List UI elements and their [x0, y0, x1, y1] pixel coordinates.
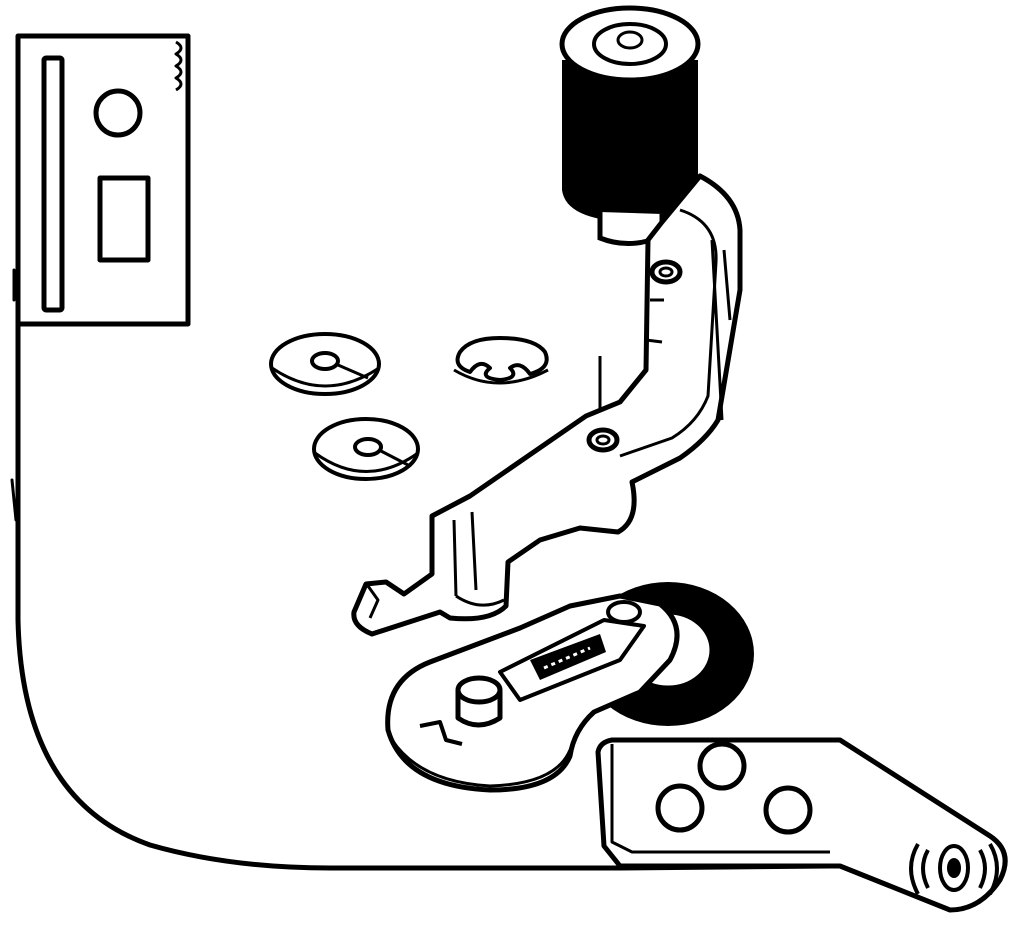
- pinch-roller: [559, 5, 701, 247]
- plate-hole-2: [655, 783, 705, 833]
- plate-hole-3: [763, 785, 813, 835]
- flat-washer-1: [269, 332, 381, 396]
- chassis-plate: [10, 35, 833, 871]
- flat-washer-2: [312, 417, 420, 481]
- bracket-slot: [41, 55, 65, 313]
- idler-wheel-assembly: [385, 582, 754, 793]
- bracket-window: [97, 175, 151, 263]
- plate-hole-1: [697, 741, 747, 791]
- bottom-right-plate: [595, 737, 1008, 913]
- e-clip: [453, 336, 549, 385]
- adjustment-screw: [909, 842, 999, 895]
- pinch-roller-arm: [351, 173, 743, 637]
- mounting-bracket: [15, 33, 191, 327]
- bracket-hole: [93, 88, 143, 138]
